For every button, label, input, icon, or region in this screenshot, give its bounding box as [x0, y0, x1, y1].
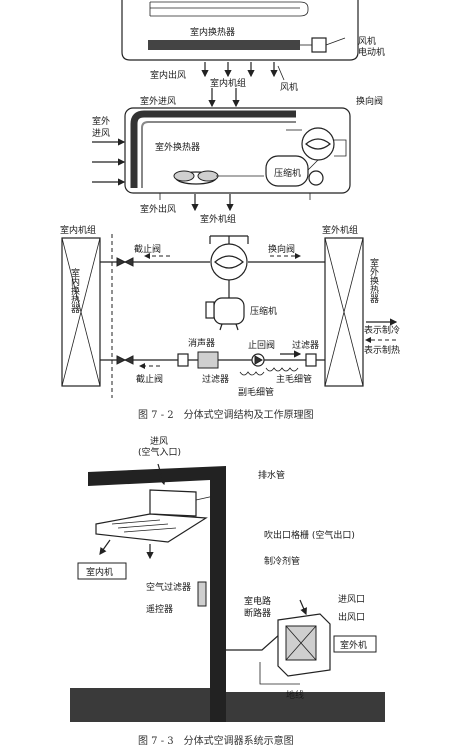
main-capillary-label: 主毛细管	[276, 373, 312, 385]
outdoor-inlet-left-label-1: 室外	[92, 115, 110, 127]
reversing-valve-label-1: 换向阀	[356, 95, 383, 107]
reversing-valve-symbol-2	[210, 243, 248, 281]
outdoor-hx-label: 室外换热器	[155, 141, 200, 153]
outdoor-unit-tag-label: 室外机	[340, 639, 367, 651]
indoor-cassette-panel	[95, 513, 208, 543]
refrigerant-pipe-label: 制冷剂管	[264, 555, 300, 567]
stop-valve-top-label: 截止阀	[134, 243, 161, 255]
indoor-hx-coil	[148, 40, 300, 50]
fig2-reversing-valve-label: 换向阀	[268, 243, 295, 255]
installation-diagram	[70, 463, 385, 722]
outdoor-hx-vertical-label: 室外换热器	[368, 257, 379, 303]
compressor-symbol-2	[213, 297, 245, 325]
outdoor-unit-label-1: 室外机组	[200, 213, 236, 225]
compressor-symbol	[265, 155, 309, 187]
heating-legend-label: 表示制热	[364, 344, 400, 356]
inlet-label-2: (空气入口)	[138, 446, 181, 458]
indoor-outlet-label: 室内出风	[150, 69, 186, 81]
indoor-hx-vertical-label: 室内换热器	[69, 267, 80, 313]
indoor-unit-label: 室内机组	[210, 77, 246, 89]
fan-label: 风机	[280, 81, 298, 93]
breaker-label-2: 断路器	[244, 607, 271, 619]
outdoor-inlet-left-label-2: 进风	[92, 128, 110, 139]
filter-left-label: 过滤器	[202, 373, 229, 385]
indoor-unit-tag	[77, 562, 127, 580]
outlet-grille-label: 吹出口格栅 (空气出口)	[264, 529, 355, 541]
outdoor-unit-diagram	[92, 88, 351, 212]
indoor-hx-label: 室内换热器	[190, 26, 235, 38]
aux-capillary-label: 副毛细管	[238, 386, 274, 398]
outlet-port-label: 出风口	[338, 611, 365, 623]
stop-valve-bottom-label: 截止阀	[136, 373, 163, 385]
indoor-unit-tag-label: 室内机	[86, 566, 113, 578]
outdoor-inlet-top-label: 室外进风	[140, 95, 176, 107]
outdoor-outlet-label: 室外出风	[140, 203, 176, 215]
inlet-label-1: 进风	[150, 436, 168, 447]
fan-motor-box	[311, 37, 327, 53]
fan-motor-label-2: 电动机	[358, 46, 385, 58]
cooling-legend-label: 表示制冷	[364, 324, 400, 336]
ground-label: 地线	[286, 689, 304, 701]
figure-7-2-caption: 图 7 - 2 分体式空调结构及工作原理图	[138, 408, 314, 421]
filter-right-label: 过滤器	[292, 339, 319, 351]
indoor-unit-diagram	[121, 0, 359, 81]
inlet-port-label: 进风口	[338, 594, 365, 605]
fig2-indoor-unit-label: 室内机组	[60, 224, 96, 236]
check-valve-label: 止回阀	[248, 339, 275, 351]
figure-7-3-caption: 图 7 - 3 分体式空调器系统示意图	[138, 734, 294, 747]
outdoor-unit-tag	[333, 635, 377, 653]
breaker-label-1: 室电路	[244, 595, 271, 607]
refrigerant-circuit-diagram	[61, 234, 398, 398]
remote-label: 遥控器	[146, 603, 173, 615]
drain-pipe-label: 排水管	[258, 469, 285, 481]
fig2-compressor-label: 压缩机	[250, 305, 277, 317]
fig2-outdoor-unit-label: 室外机组	[322, 224, 358, 236]
fan-motor-label-1: 风机	[358, 35, 376, 47]
remote-symbol	[197, 581, 207, 607]
muffler-symbol	[197, 351, 219, 369]
compressor-label-1: 压缩机	[274, 167, 301, 179]
muffler-label: 消声器	[188, 337, 215, 349]
air-filter-label: 空气过滤器	[146, 581, 191, 593]
